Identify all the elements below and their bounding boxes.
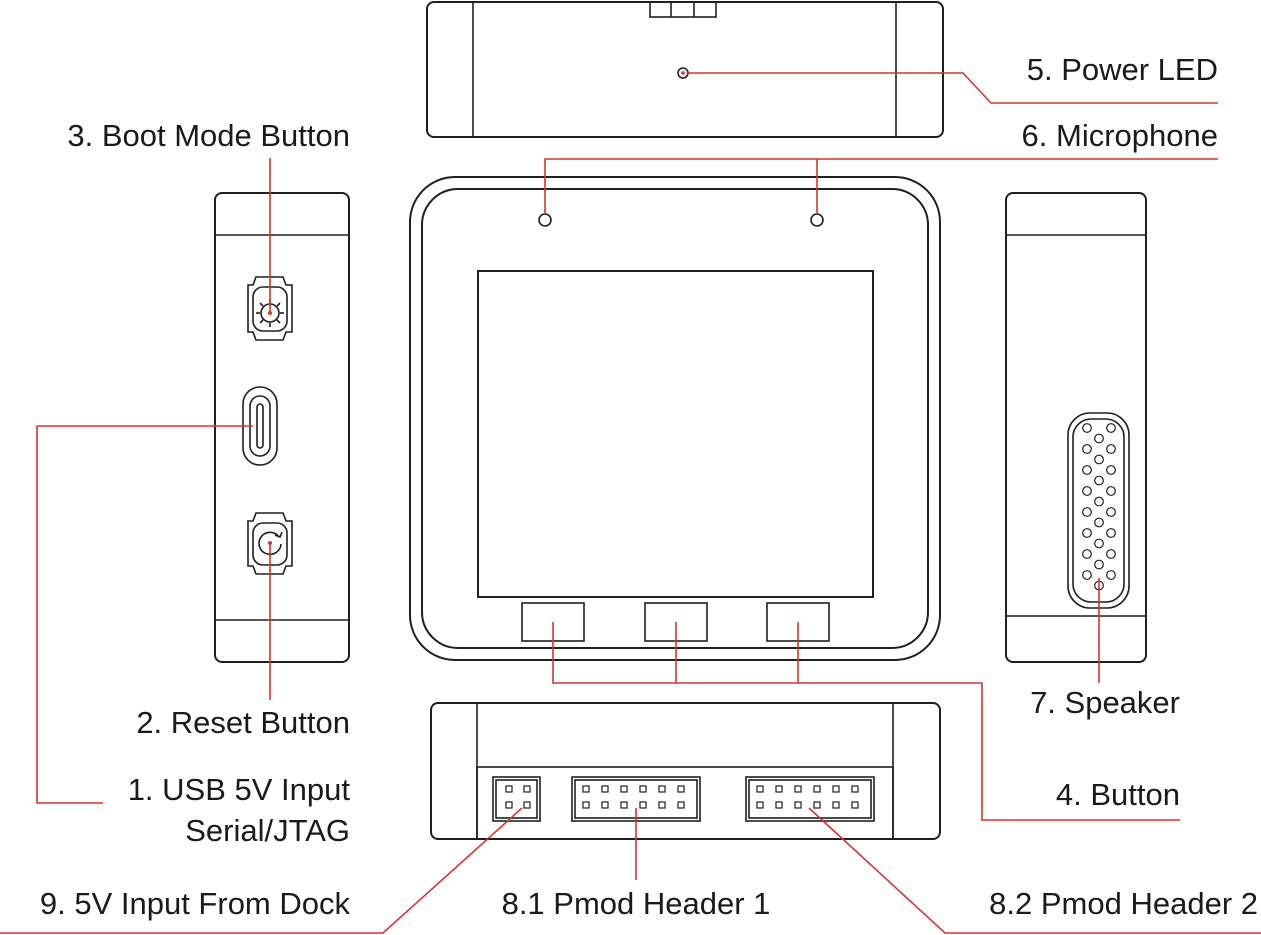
header-pin	[639, 801, 647, 809]
label-button: 4. Button	[1056, 777, 1180, 812]
speaker-hole	[1094, 433, 1104, 444]
label-dock-input: 9. 5V Input From Dock	[40, 886, 351, 921]
front-view	[409, 176, 941, 661]
leader-usb-input	[36, 425, 253, 804]
speaker-hole	[1082, 549, 1092, 559]
left-side-view	[214, 192, 350, 663]
bottom-view	[430, 702, 941, 840]
header-pin	[851, 801, 859, 809]
header-pin	[832, 785, 840, 793]
speaker-hole	[1106, 444, 1116, 454]
speaker-hole	[1082, 507, 1092, 517]
speaker-hole	[1106, 465, 1116, 475]
speaker-hole	[1082, 465, 1092, 475]
label-boot-mode-button: 3. Boot Mode Button	[67, 118, 350, 153]
header-pin	[832, 801, 840, 809]
header-pin	[851, 785, 859, 793]
header-pin	[775, 801, 783, 809]
header-pin	[677, 785, 685, 793]
speaker-hole	[1094, 475, 1104, 486]
speaker-hole	[1094, 517, 1104, 528]
leader-button	[552, 622, 1180, 821]
header-pin	[658, 801, 666, 809]
speaker-hole	[1106, 549, 1116, 559]
label-speaker: 7. Speaker	[1030, 685, 1180, 720]
labels: 5. Power LED 6. Microphone 3. Boot Mode …	[40, 52, 1258, 921]
header-pin	[794, 785, 802, 793]
header-pin	[505, 785, 513, 793]
header-pin	[639, 785, 647, 793]
leader-power-led	[688, 72, 1218, 104]
speaker-hole	[1106, 423, 1116, 433]
dock-power-header	[492, 776, 541, 822]
leader-microphone	[544, 158, 1218, 214]
header-pin	[756, 785, 764, 793]
speaker-hole	[1094, 454, 1104, 465]
speaker-hole	[1094, 559, 1104, 570]
speaker-hole	[1106, 570, 1116, 580]
header-pin	[582, 801, 590, 809]
label-power-led: 5. Power LED	[1027, 52, 1218, 87]
speaker-hole	[1094, 538, 1104, 549]
top-clip	[649, 1, 717, 18]
speaker-hole	[1106, 528, 1116, 538]
label-usb-input-line2: Serial/JTAG	[185, 813, 350, 848]
label-pmod-header-2: 8.2 Pmod Header 2	[989, 886, 1258, 921]
header-pin	[794, 801, 802, 809]
header-pin	[756, 801, 764, 809]
header-pin	[813, 801, 821, 809]
speaker-hole	[1106, 507, 1116, 517]
header-pin	[601, 801, 609, 809]
speaker-hole	[1082, 423, 1092, 433]
header-pin	[677, 801, 685, 809]
label-pmod-header-1: 8.1 Pmod Header 1	[502, 886, 771, 921]
label-reset-button: 2. Reset Button	[136, 705, 350, 740]
speaker-hole	[1106, 486, 1116, 496]
header-pin	[658, 785, 666, 793]
speaker-hole	[1082, 528, 1092, 538]
speaker-hole	[1094, 496, 1104, 507]
label-microphone: 6. Microphone	[1022, 118, 1218, 153]
label-usb-input-line1: 1. USB 5V Input	[128, 772, 351, 807]
right-side-view	[1005, 192, 1147, 663]
header-pin	[601, 785, 609, 793]
header-pin	[620, 801, 628, 809]
header-pin	[620, 785, 628, 793]
leader-dock-input	[0, 807, 523, 934]
speaker-hole	[1082, 444, 1092, 454]
top-view	[426, 1, 944, 138]
header-pin	[505, 801, 513, 809]
header-pin	[523, 801, 531, 809]
speaker-hole	[1082, 486, 1092, 496]
header-pin	[523, 785, 531, 793]
speaker-hole	[1082, 570, 1092, 580]
leader-pmod-2	[808, 807, 1261, 934]
header-pin	[813, 785, 821, 793]
header-pin	[775, 785, 783, 793]
header-pin	[582, 785, 590, 793]
pmod-header-2	[745, 776, 875, 822]
leader-lines	[0, 71, 1261, 934]
